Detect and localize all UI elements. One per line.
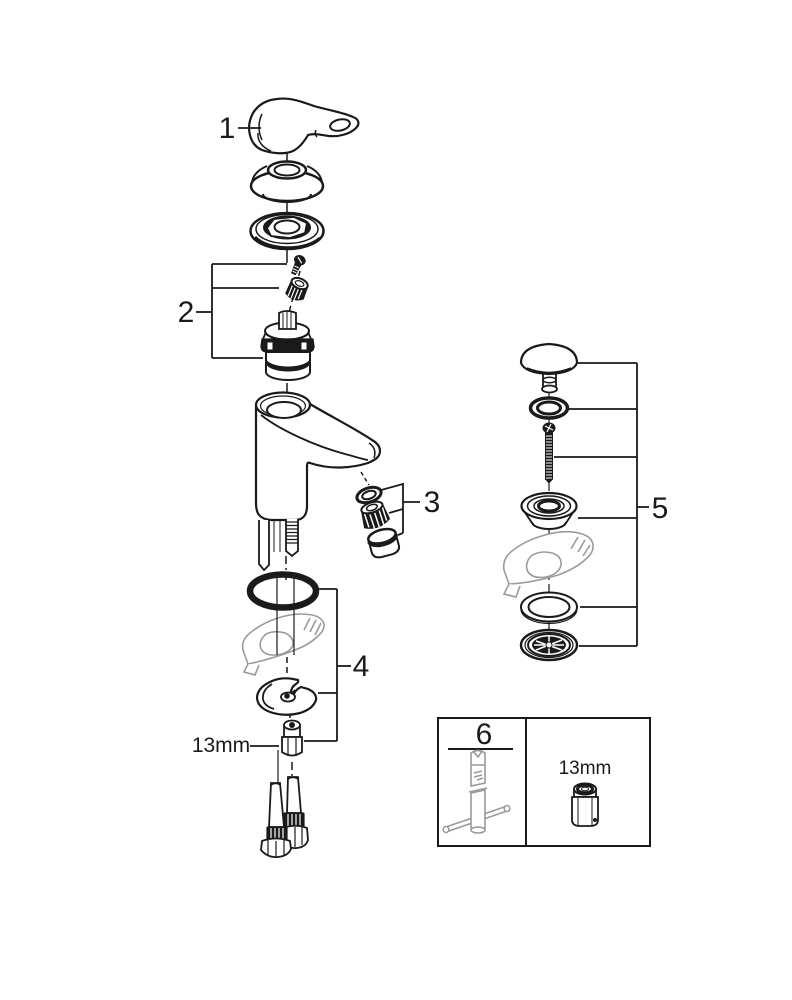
callout-6: 6 bbox=[476, 718, 493, 751]
bracket-2 bbox=[196, 263, 287, 359]
cartridge-cap bbox=[285, 276, 309, 301]
drain-strainer bbox=[519, 628, 579, 662]
cartridge-screw bbox=[291, 254, 306, 276]
drain-screw bbox=[542, 422, 556, 484]
callout-3: 3 bbox=[424, 486, 441, 519]
drain-washer-ring bbox=[528, 396, 570, 420]
box-socket-size-label: 13mm bbox=[559, 758, 612, 779]
nut-size-label: 13mm bbox=[192, 734, 250, 757]
mounting-nut bbox=[281, 719, 303, 757]
socket-tool bbox=[442, 749, 511, 834]
socket-13mm bbox=[571, 782, 599, 827]
drain-gasket bbox=[502, 530, 594, 598]
faucet-body bbox=[254, 391, 382, 572]
shank-tube bbox=[276, 578, 295, 655]
mounting-horseshoe-washer bbox=[255, 677, 318, 716]
base-gasket bbox=[241, 613, 325, 676]
aerator-housing bbox=[367, 527, 401, 559]
lever-handle bbox=[248, 97, 360, 155]
bracket-5 bbox=[554, 362, 649, 647]
supply-hoses bbox=[260, 776, 309, 859]
accessory-box bbox=[437, 717, 651, 847]
callout-2: 2 bbox=[178, 296, 195, 329]
drain-flange bbox=[520, 491, 578, 530]
o-ring bbox=[246, 571, 320, 611]
cartridge-cap-nut bbox=[249, 211, 325, 251]
aerator-insert bbox=[360, 500, 391, 529]
drain-ring bbox=[520, 591, 578, 625]
drain-knob bbox=[519, 342, 579, 394]
callout-1: 1 bbox=[219, 112, 236, 145]
bracket-3 bbox=[380, 483, 420, 536]
bracket-4 bbox=[304, 588, 351, 742]
handle-escutcheon bbox=[249, 160, 325, 203]
callout-4: 4 bbox=[353, 650, 370, 683]
cartridge bbox=[260, 310, 315, 381]
callout-5: 5 bbox=[652, 492, 669, 525]
